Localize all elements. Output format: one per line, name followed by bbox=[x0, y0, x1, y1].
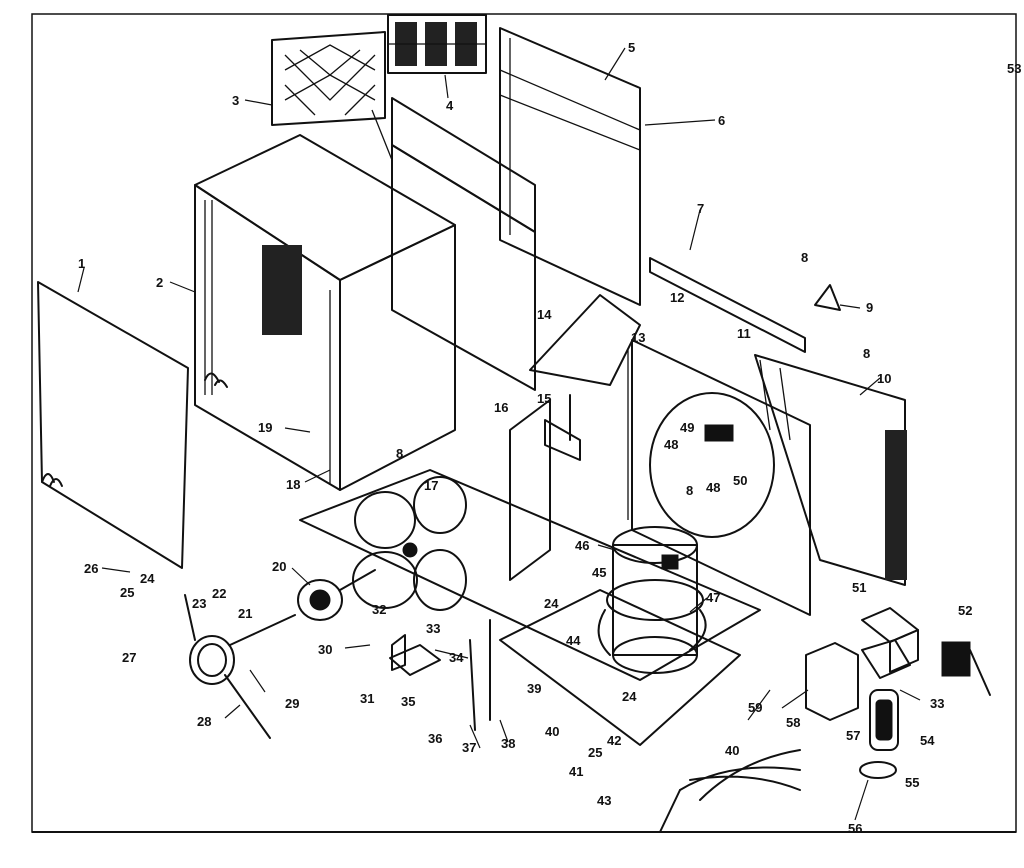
callout-p27: 27 bbox=[122, 650, 136, 665]
top-rail-part-7 bbox=[649, 257, 806, 353]
callout-p40b: 40 bbox=[725, 743, 739, 758]
callout-p46: 46 bbox=[575, 538, 589, 553]
diagram-border bbox=[31, 13, 1017, 833]
callout-p14: 14 bbox=[537, 307, 552, 322]
relay-part-52 bbox=[941, 641, 991, 696]
callout-p49: 49 bbox=[680, 420, 694, 435]
callout-labels: 1 2 3 4 5 6 7 8 8 8 8 9 10 11 12 13 14 1… bbox=[78, 40, 1021, 836]
callout-p30: 30 bbox=[318, 642, 332, 657]
filter-frame-part-5 bbox=[499, 27, 641, 306]
callout-p7: 7 bbox=[697, 201, 704, 216]
callout-p56: 56 bbox=[848, 821, 862, 836]
callout-p45: 45 bbox=[592, 565, 606, 580]
callout-p22: 22 bbox=[212, 586, 226, 601]
callout-p47: 47 bbox=[706, 590, 720, 605]
callout-p8c: 8 bbox=[396, 446, 403, 461]
condenser-coil-part-10 bbox=[754, 354, 907, 586]
callout-p55: 55 bbox=[905, 775, 919, 790]
callout-p31: 31 bbox=[360, 691, 374, 706]
callout-p12: 12 bbox=[670, 290, 684, 305]
wire-harness-part-40 bbox=[659, 749, 801, 833]
callout-p40a: 40 bbox=[545, 724, 559, 739]
callout-p39: 39 bbox=[527, 681, 541, 696]
callout-p50: 50 bbox=[733, 473, 747, 488]
callout-p2: 2 bbox=[156, 275, 163, 290]
motor-mount-part-28 bbox=[184, 594, 296, 739]
callout-p52: 52 bbox=[958, 603, 972, 618]
callout-p28: 28 bbox=[197, 714, 211, 729]
callout-p53: 53 bbox=[1007, 61, 1021, 76]
callout-p54: 54 bbox=[920, 733, 935, 748]
callout-p38: 38 bbox=[501, 736, 515, 751]
bracket-part-9 bbox=[814, 284, 841, 311]
callout-p24a: 24 bbox=[140, 571, 155, 586]
grille-part-3 bbox=[271, 31, 386, 126]
orifice-panel bbox=[627, 339, 811, 616]
callout-p26: 26 bbox=[84, 561, 98, 576]
fan-motor-part-20 bbox=[297, 569, 376, 621]
callout-p6: 6 bbox=[718, 113, 725, 128]
front-panel bbox=[371, 97, 536, 391]
partition-panel-part-14 bbox=[509, 294, 641, 581]
callout-p21: 21 bbox=[238, 606, 252, 621]
callout-p4: 4 bbox=[446, 98, 454, 113]
compressor-part-45 bbox=[606, 526, 704, 674]
callout-p36: 36 bbox=[428, 731, 442, 746]
callout-p32: 32 bbox=[372, 602, 386, 617]
cabinet-wrapper-part-2 bbox=[194, 134, 456, 491]
callout-p43: 43 bbox=[597, 793, 611, 808]
callout-p33a: 33 bbox=[426, 621, 440, 636]
callout-p8b: 8 bbox=[863, 346, 870, 361]
callout-p51: 51 bbox=[852, 580, 866, 595]
callout-p11: 11 bbox=[737, 326, 751, 341]
fan-blade-part-17 bbox=[352, 476, 467, 611]
side-panel-part-1 bbox=[37, 281, 189, 569]
callout-p19: 19 bbox=[258, 420, 272, 435]
callout-p24b: 24 bbox=[544, 596, 559, 611]
capacitor-part-54 bbox=[869, 689, 899, 751]
callout-p37: 37 bbox=[462, 740, 476, 755]
control-box-part-51 bbox=[861, 607, 919, 679]
callout-p42: 42 bbox=[607, 733, 621, 748]
callout-p59: 59 bbox=[748, 700, 762, 715]
callout-p34: 34 bbox=[449, 650, 464, 665]
callout-p10: 10 bbox=[877, 371, 891, 386]
callout-p8d: 8 bbox=[686, 483, 693, 498]
louver-part-4 bbox=[387, 14, 487, 74]
callout-p13: 13 bbox=[631, 330, 645, 345]
callout-p9: 9 bbox=[866, 300, 873, 315]
callout-p24c: 24 bbox=[622, 689, 637, 704]
callout-p5: 5 bbox=[628, 40, 635, 55]
callout-p48b: 48 bbox=[706, 480, 720, 495]
callout-p25b: 25 bbox=[588, 745, 602, 760]
callout-p25a: 25 bbox=[120, 585, 134, 600]
callout-p8a: 8 bbox=[801, 250, 808, 265]
callout-p15: 15 bbox=[537, 391, 551, 406]
capacitor-box-part-58 bbox=[805, 642, 859, 721]
callout-p44: 44 bbox=[566, 633, 581, 648]
callout-p16: 16 bbox=[494, 400, 508, 415]
callout-p57: 57 bbox=[846, 728, 860, 743]
callout-p58: 58 bbox=[786, 715, 800, 730]
leader-lines bbox=[77, 47, 921, 821]
callout-p20: 20 bbox=[272, 559, 286, 574]
callout-p18: 18 bbox=[286, 477, 300, 492]
bracket-part-31 bbox=[389, 634, 441, 676]
tubing-part-47 bbox=[597, 609, 707, 656]
strap-part-55 bbox=[859, 761, 897, 779]
callout-p29: 29 bbox=[285, 696, 299, 711]
callout-p48a: 48 bbox=[664, 437, 678, 452]
callout-p23: 23 bbox=[192, 596, 206, 611]
callout-p35: 35 bbox=[401, 694, 415, 709]
callout-p17: 17 bbox=[424, 478, 438, 493]
callout-p1: 1 bbox=[78, 256, 85, 271]
callout-p41: 41 bbox=[569, 764, 583, 779]
callout-p33b: 33 bbox=[930, 696, 944, 711]
callout-p3: 3 bbox=[232, 93, 239, 108]
base-pan bbox=[299, 469, 761, 746]
